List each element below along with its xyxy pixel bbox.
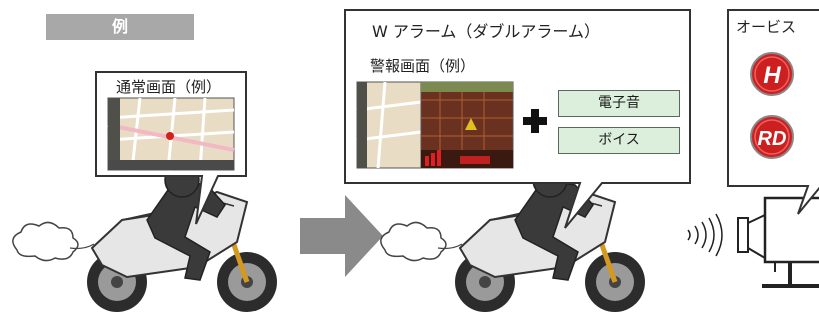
electronic-sound-label: 電子音 bbox=[558, 90, 680, 117]
voice-label: ボイス bbox=[558, 127, 680, 154]
badge-rd-icon bbox=[750, 115, 794, 159]
w-alarm-bubble bbox=[344, 9, 691, 229]
orbis-camera-icon bbox=[737, 196, 819, 288]
warning-screen-label: 警報画面（例） bbox=[370, 57, 476, 75]
badge-rd-letter: RD bbox=[758, 128, 787, 150]
badge-h-letter: H bbox=[763, 62, 781, 89]
motorcycle-center bbox=[381, 163, 645, 312]
example-tag: 例 bbox=[46, 14, 194, 40]
normal-screen-label: 通常画面（例） bbox=[116, 78, 222, 96]
w-alarm-title: W アラーム（ダブルアラーム） bbox=[372, 22, 600, 41]
badge-h-icon bbox=[750, 52, 794, 96]
normal-map-screen bbox=[107, 97, 235, 171]
orbis-bubble bbox=[727, 9, 819, 215]
radar-signal-icon bbox=[687, 213, 723, 257]
motorcycle-left bbox=[13, 163, 277, 312]
orbis-label: オービス bbox=[736, 18, 797, 36]
plus-icon bbox=[523, 109, 547, 133]
transition-arrow bbox=[300, 195, 383, 277]
warning-map-screen bbox=[356, 81, 514, 169]
